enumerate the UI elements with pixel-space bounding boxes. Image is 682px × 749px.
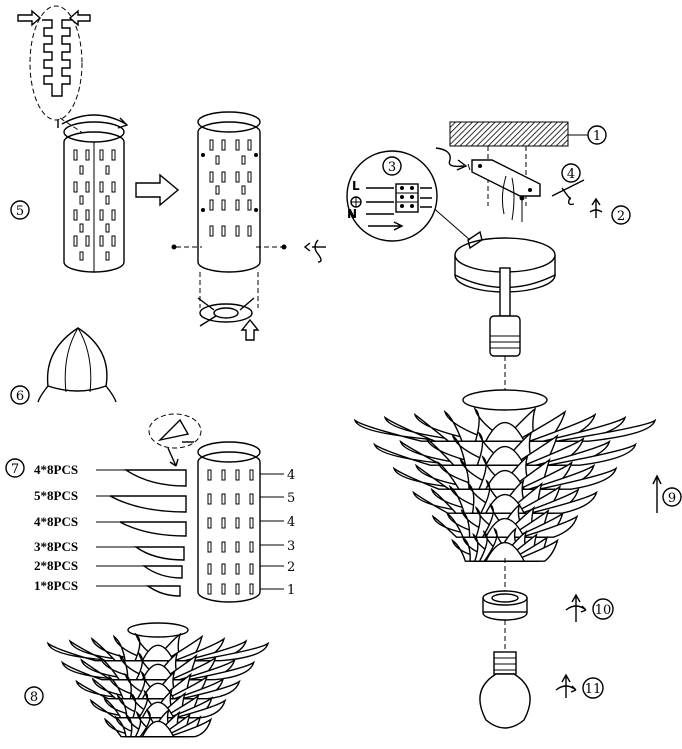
flower-petal [187, 660, 255, 681]
step-7-petals: 7 4*8PCS 5*8PCS 4*8PCS 3*8PCS 2*8PCS 1*8… [5, 413, 295, 603]
flower-petal [175, 698, 227, 719]
flower-petal [373, 442, 463, 466]
step-7-number: 7 [11, 462, 19, 477]
step-4-number: 4 [567, 167, 575, 182]
step-10-ring: 10 [482, 558, 614, 622]
petal-count-5: 2*8PCS [34, 558, 78, 573]
petal-count-6: 1*8PCS [34, 578, 78, 593]
flower-petal [383, 415, 468, 442]
flower-petal [512, 538, 559, 562]
step-5-assembled-tube [171, 111, 326, 341]
petal-4 [133, 546, 185, 561]
row-label-4: 3 [287, 539, 295, 554]
flower-petal [194, 641, 270, 662]
step-5-badge [10, 200, 30, 220]
step-8-flower: 8 [24, 622, 270, 738]
ceiling-mount: 1 2 4 [429, 121, 631, 392]
flower-petal [353, 418, 454, 442]
row-label-6: 1 [287, 583, 295, 598]
ceiling [449, 121, 569, 147]
flower-petal [530, 490, 598, 514]
petal-count-1: 4*8PCS [34, 462, 78, 477]
petal-6 [145, 585, 181, 597]
row-label-1: 4 [287, 468, 295, 483]
step-2-number: 2 [617, 209, 625, 224]
row-label-2: 5 [287, 491, 295, 506]
live-label: L [352, 179, 360, 193]
flower-petal [538, 466, 618, 490]
flower-petal [141, 720, 175, 738]
flower-petal [484, 542, 526, 562]
row-label-3: 4 [287, 515, 295, 530]
neutral-label: N [347, 207, 357, 221]
step-11-number: 11 [585, 682, 602, 697]
row-label-5: 2 [287, 560, 295, 575]
petal-1 [123, 469, 187, 487]
flower-petal [484, 470, 526, 490]
flower-petal [521, 514, 579, 538]
petal-count-3: 4*8PCS [34, 514, 78, 529]
next-arrow-icon [135, 173, 180, 207]
step-6-shade: 6 [10, 327, 117, 405]
flower-petal [556, 418, 657, 442]
step-11-bulb: 11 [479, 620, 604, 729]
step-8-number: 8 [30, 690, 38, 705]
petal-2 [109, 495, 187, 513]
flower-petal [547, 442, 637, 466]
step-1-number: 1 [593, 129, 601, 144]
petal-count-4: 3*8PCS [34, 539, 78, 554]
step-5-tube-detail: 5 [10, 5, 180, 273]
flower-petal [181, 679, 241, 700]
step-6-number: 6 [16, 389, 24, 404]
flower-petal [168, 717, 213, 738]
petal-5 [141, 565, 183, 579]
step-9-flower: 9 [353, 389, 682, 562]
step-5-number: 5 [16, 204, 24, 219]
step-3-wiring-detail: 3 L N [346, 150, 438, 242]
petal-3 [119, 521, 187, 537]
flower-petal [46, 641, 122, 662]
step-9-number: 9 [668, 491, 676, 506]
petal-count-2: 5*8PCS [34, 488, 78, 503]
push-up-arrow-icon [240, 318, 260, 341]
step-10-number: 10 [595, 603, 612, 618]
step-3-number: 3 [388, 160, 396, 175]
